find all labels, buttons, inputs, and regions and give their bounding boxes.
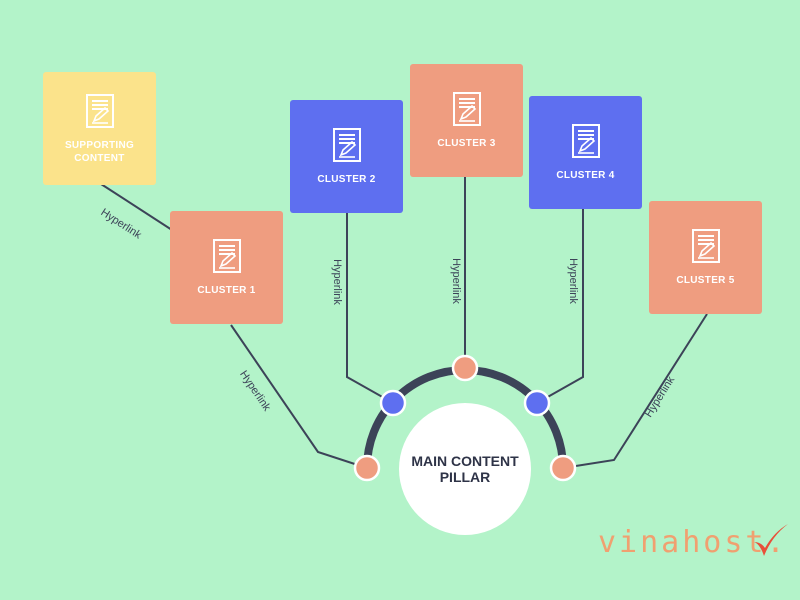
node-cluster3 [451,354,479,382]
link-line-cluster4 [536,209,584,404]
pillar-title: MAIN CONTENT PILLAR [411,453,519,485]
card-label: CLUSTER 2 [317,174,376,185]
card-cluster-5: CLUSTER 5 [649,201,762,314]
document-edit-icon [691,229,720,263]
card-cluster-3: CLUSTER 3 [410,64,523,177]
main-content-pillar: MAIN CONTENT PILLAR [399,403,531,535]
brand-logo: vinahost. [598,522,794,562]
document-edit-icon [212,239,241,273]
node-cluster5 [549,454,577,482]
brand-wordmark: vinahost. [598,525,788,560]
node-cluster4 [523,389,551,417]
document-edit-icon [571,124,600,158]
card-label: SUPPORTING CONTENT [64,139,135,164]
link-label-cluster2: Hyperlink [330,259,343,305]
card-label: CLUSTER 5 [676,275,735,286]
card-supporting-content: SUPPORTING CONTENT [43,72,156,185]
card-label: CLUSTER 4 [556,170,615,181]
node-cluster2 [379,389,407,417]
card-cluster-2: CLUSTER 2 [290,100,403,213]
card-label: CLUSTER 3 [437,138,496,149]
document-edit-icon [452,92,481,126]
link-label-cluster3: Hyperlink [449,258,462,304]
document-edit-icon [85,93,114,128]
card-cluster-4: CLUSTER 4 [529,96,642,209]
link-label-cluster4: Hyperlink [566,258,579,304]
checkmark-icon [754,524,788,556]
link-line-supporting [100,183,173,231]
link-line-cluster2 [346,213,394,404]
card-label: CLUSTER 1 [197,285,256,296]
card-cluster-1: CLUSTER 1 [170,211,283,324]
document-edit-icon [332,128,361,162]
link-line-cluster1 [230,324,368,469]
link-line-cluster5 [562,313,708,469]
node-cluster1 [353,454,381,482]
